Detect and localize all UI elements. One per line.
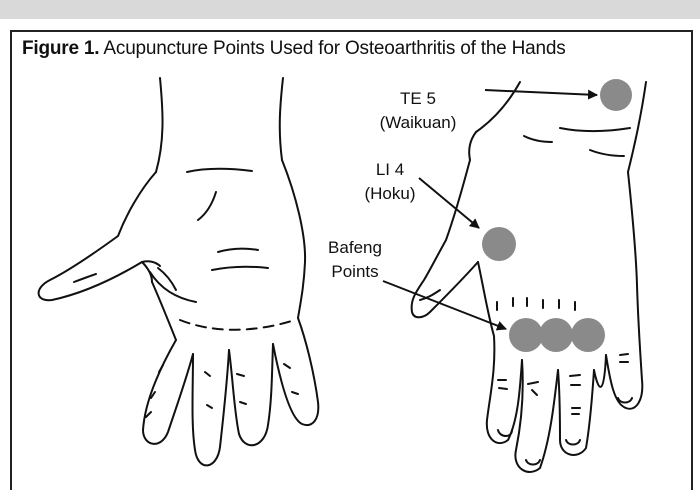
li4-alt-label: (Hoku) (364, 184, 415, 203)
point-labels: TE 5 (Waikuan) LI 4 (Hoku) Bafeng Points (328, 89, 456, 281)
acupuncture-points (482, 79, 632, 352)
bafeng-point-2 (539, 318, 573, 352)
li4-point (482, 227, 516, 261)
te5-arrow (485, 90, 597, 95)
bafeng-alt-label: Points (331, 262, 378, 281)
bafeng-point-3 (571, 318, 605, 352)
li4-label: LI 4 (376, 160, 404, 179)
palm-hand-drawing (39, 78, 319, 465)
te5-label: TE 5 (400, 89, 436, 108)
back-hand-drawing (412, 82, 646, 472)
te5-point (600, 79, 632, 111)
bafeng-label: Bafeng (328, 238, 382, 257)
bafeng-point-1 (509, 318, 543, 352)
li4-arrow (419, 178, 479, 228)
te5-alt-label: (Waikuan) (380, 113, 457, 132)
